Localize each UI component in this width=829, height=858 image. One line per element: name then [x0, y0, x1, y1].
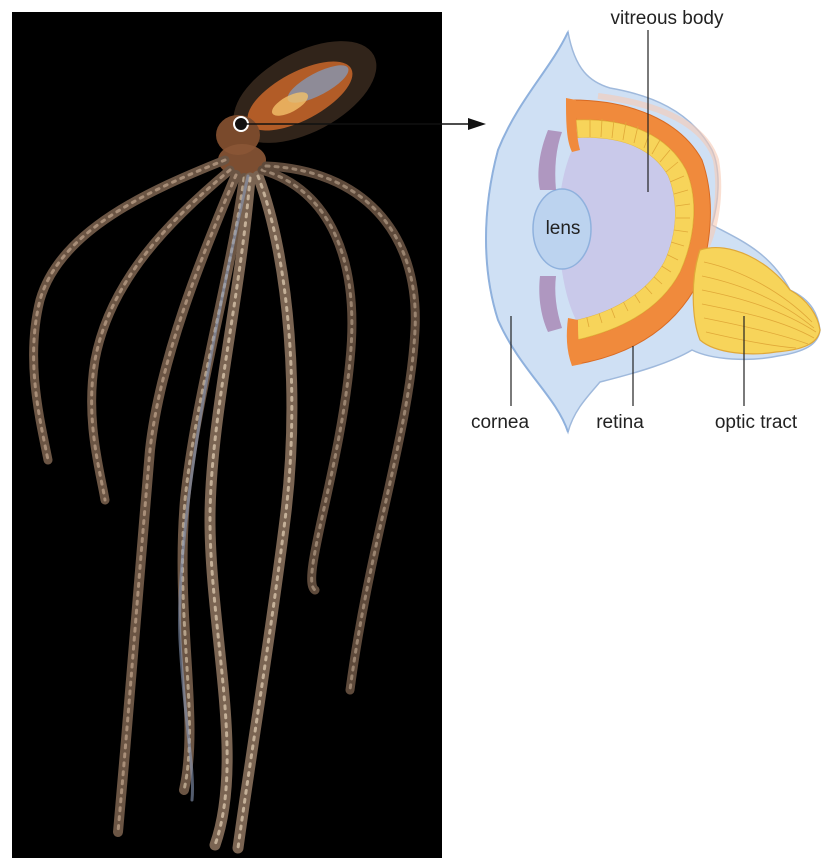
label-lens: lens [546, 218, 581, 239]
eye-diagram [486, 32, 820, 432]
optic-tract [693, 248, 820, 354]
label-optic-tract: optic tract [715, 412, 798, 433]
label-cornea: cornea [471, 412, 530, 433]
label-retina: retina [596, 412, 644, 433]
label-vitreous-body: vitreous body [610, 8, 724, 29]
octopus-photo [12, 12, 442, 858]
octopus-eye-marker [234, 117, 248, 131]
